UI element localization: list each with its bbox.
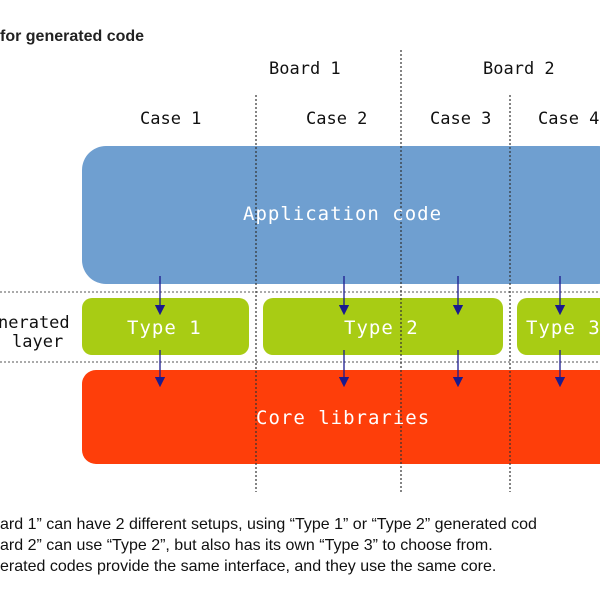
core-libraries-label: Core libraries [256,407,431,429]
notes-list: ard 1” can have 2 different setups, usin… [0,514,537,577]
application-code-box [82,146,600,284]
case-label-1: Case 1 [140,109,202,129]
page-title: for generated code [0,28,145,45]
note-line-2: ard 2” can use “Type 2”, but also has it… [0,537,493,554]
type-3-label: Type 3 [526,317,600,339]
case-label-3: Case 3 [430,109,492,129]
case-label-2: Case 2 [306,109,368,129]
type-3-box [517,298,600,355]
note-line-3: erated codes provide the same interface,… [0,558,497,575]
note-line-1: ard 1” can have 2 different setups, usin… [0,516,537,533]
type-1-label: Type 1 [127,317,202,339]
core-libraries-box [82,370,600,464]
case-label-4: Case 4 [538,109,600,129]
generated-layer-label-line2: layer [12,332,64,352]
type-1-box [82,298,249,355]
board-label-1: Board 1 [269,59,341,79]
board-label-2: Board 2 [483,59,555,79]
application-code-label: Application code [243,203,443,225]
type-2-label: Type 2 [344,317,419,339]
type-2-box [263,298,503,355]
generated-layer-label-line1: nerated [0,313,70,333]
